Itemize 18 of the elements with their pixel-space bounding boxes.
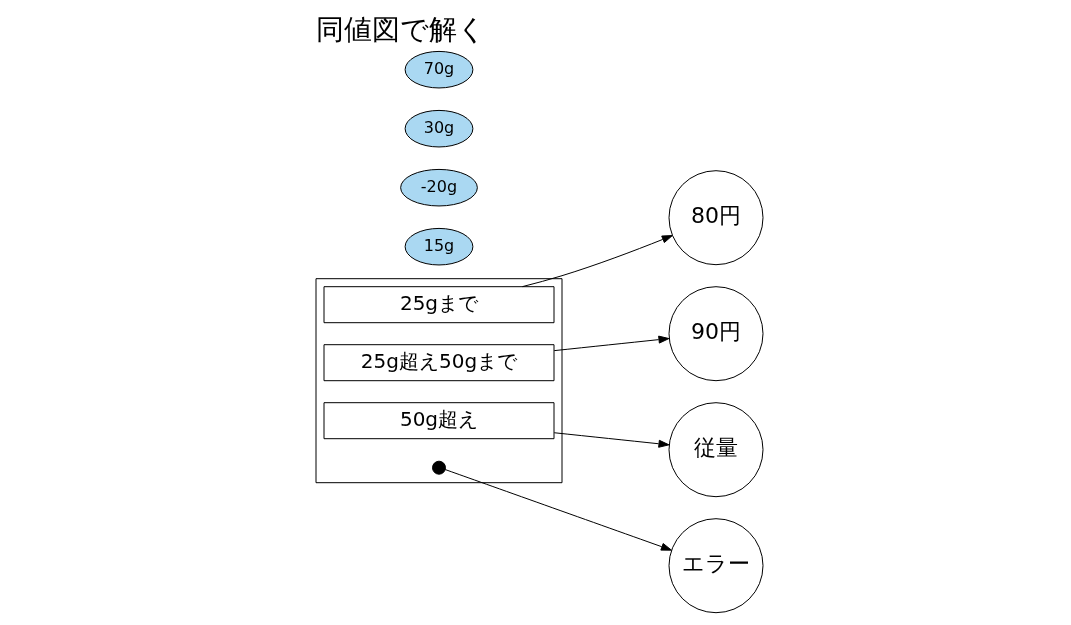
node-circle: エラー [668,518,764,614]
node-box: 25gまで [323,286,555,324]
arrow [553,335,670,352]
arrow [444,469,672,551]
arrow [521,235,673,288]
node-circle: 従量 [668,402,764,498]
node-circle [432,460,446,475]
cluster [315,278,563,484]
arrow [553,432,670,448]
node-ellipse: 15g [404,227,474,266]
node-box: 25g超え50gまで [323,344,555,382]
node-ellipse: 30g [404,109,474,148]
node-ellipse: -20g [400,168,478,207]
node-circle: 80円 [668,170,764,266]
node-circle: 90円 [668,286,764,382]
node-box: 50g超え [323,402,555,440]
diagram-title: 同値図で解く [315,12,486,46]
node-ellipse: 70g [404,50,474,89]
